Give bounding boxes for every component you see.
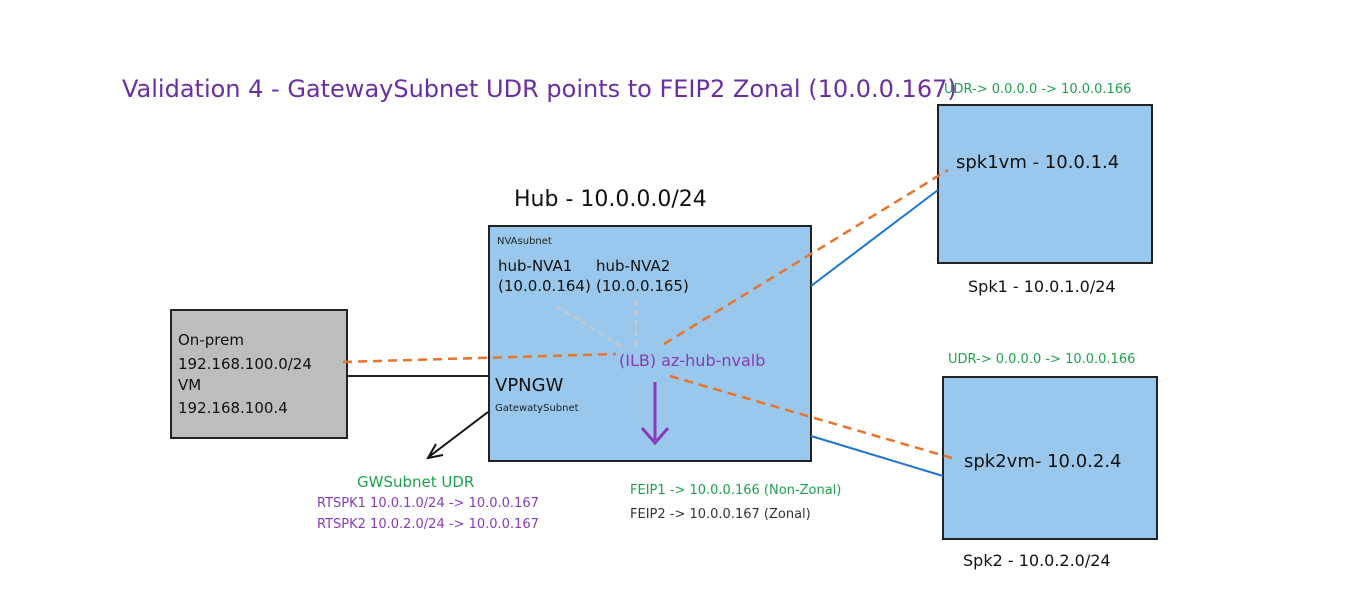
- gw-udr-route2: RTSPK2 10.0.2.0/24 -> 10.0.0.167: [317, 517, 539, 532]
- spk2-peering-line: [810, 435, 944, 477]
- ilb-label: (ILB) az-hub-nvalb: [619, 351, 765, 370]
- onprem-cidr: 192.168.100.0/24: [178, 355, 312, 373]
- nva-subnet-label: NVAsubnet: [497, 236, 552, 247]
- spk2-udr-label: UDR-> 0.0.0.0 -> 10.0.0.166: [948, 352, 1135, 367]
- spk1-vnet-box: [937, 104, 1153, 264]
- onprem-vm-ip: 192.168.100.4: [178, 399, 288, 417]
- nva1-ip: (10.0.0.164): [498, 277, 591, 295]
- onprem-vm-label: VM: [178, 376, 201, 394]
- nva2-name: hub-NVA2: [596, 257, 670, 275]
- hub-vnet-box: [488, 225, 812, 462]
- diagram-title: Validation 4 - GatewaySubnet UDR points …: [122, 75, 957, 103]
- spk1-vnet-label: Spk1 - 10.0.1.0/24: [968, 277, 1116, 296]
- onprem-to-ilb-flow: [342, 352, 617, 364]
- nva1-to-ilb-line: [555, 305, 625, 349]
- spk2-vm-label: spk2vm- 10.0.2.4: [964, 451, 1122, 472]
- feip2-label: FEIP2 -> 10.0.0.167 (Zonal): [630, 507, 811, 522]
- spk1-udr-label: UDR-> 0.0.0.0 -> 10.0.0.166: [944, 82, 1131, 97]
- spk2-vnet-box: [942, 376, 1158, 540]
- gw-udr-arrowhead: [426, 443, 444, 460]
- ilb-frontend-arrowhead: [640, 427, 670, 446]
- vpngw-label: VPNGW: [495, 375, 564, 396]
- spk1-vm-label: spk1vm - 10.0.1.4: [956, 152, 1119, 173]
- nva1-name: hub-NVA1: [498, 257, 572, 275]
- spk2-vnet-label: Spk2 - 10.0.2.0/24: [963, 551, 1111, 570]
- feip1-label: FEIP1 -> 10.0.0.166 (Non-Zonal): [630, 483, 841, 498]
- ilb-to-spk1-flow: [663, 168, 949, 346]
- gateway-subnet-label: GatewatySubnet: [495, 403, 579, 414]
- ilb-to-spk2-flow: [669, 374, 953, 460]
- gw-udr-title: GWSubnet UDR: [357, 473, 474, 491]
- spk1-peering-line: [810, 189, 939, 287]
- onprem-title: On-prem: [178, 331, 244, 349]
- onprem-box: [170, 309, 348, 439]
- gw-udr-arrow: [429, 411, 489, 457]
- hub-label: Hub - 10.0.0.0/24: [514, 187, 707, 212]
- nva2-ip: (10.0.0.165): [596, 277, 689, 295]
- gw-udr-route1: RTSPK1 10.0.1.0/24 -> 10.0.0.167: [317, 496, 539, 511]
